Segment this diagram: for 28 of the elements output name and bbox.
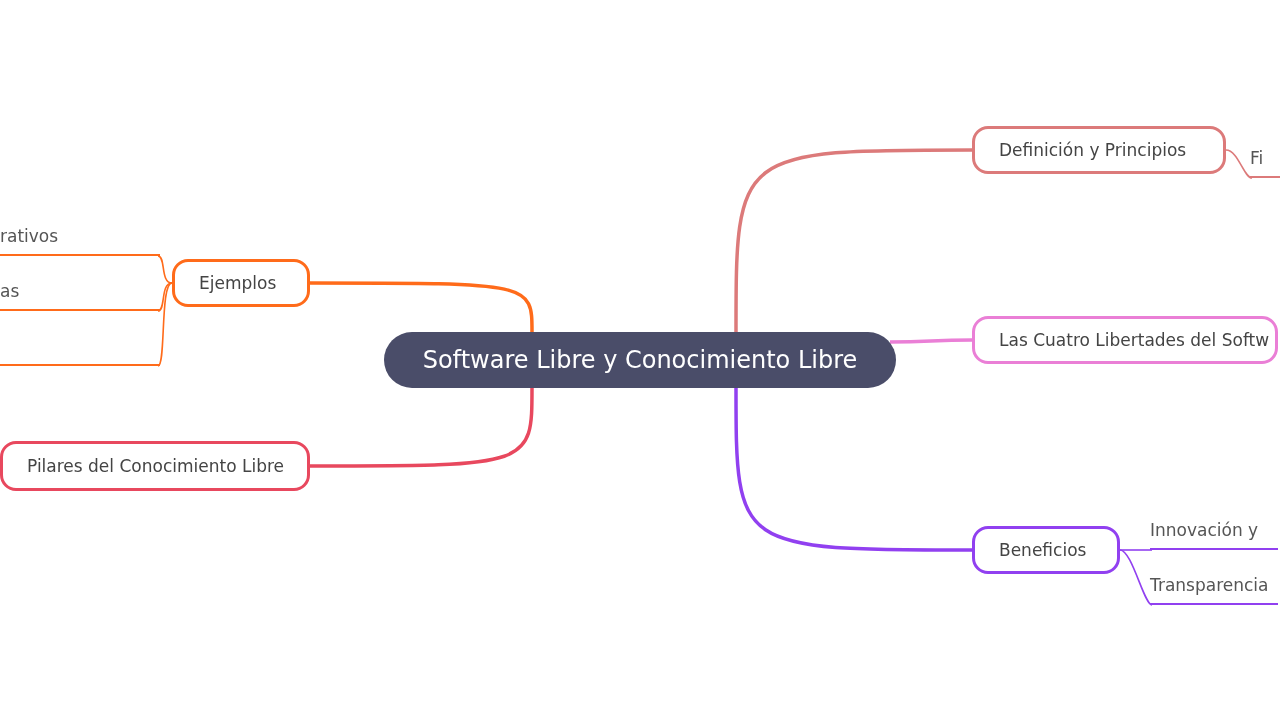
connector-line	[157, 255, 173, 284]
topic-box	[0, 441, 310, 491]
node-text: Beneficios	[999, 540, 1087, 560]
node-text: Definición y Principios	[999, 140, 1187, 160]
connector-line	[310, 281, 534, 332]
connector-line	[734, 148, 972, 332]
topic-box	[172, 259, 310, 307]
connector-line	[157, 282, 173, 312]
topic-box	[972, 126, 1226, 174]
connector-line	[157, 282, 173, 367]
topic-box	[972, 316, 1278, 364]
connector-line	[1119, 549, 1153, 606]
connector-line	[1225, 149, 1253, 179]
node-text: Software Libre y Conocimiento Libre	[422, 346, 858, 374]
node-text: Transparencia	[1150, 575, 1269, 595]
node-text: Las Cuatro Libertades del Softw	[999, 330, 1270, 350]
node-text: as	[0, 281, 20, 301]
connector-line	[734, 388, 972, 552]
node-text: Innovación y	[1150, 520, 1259, 540]
node-text: Fi	[1250, 148, 1264, 168]
node-text: Pilares del Conocimiento Libre	[27, 456, 285, 476]
node-text: Ejemplos	[199, 273, 277, 293]
connector-line	[890, 338, 972, 344]
node-text: rativos	[0, 226, 59, 246]
topic-box	[972, 526, 1120, 574]
connector-line	[1119, 549, 1153, 551]
connector-line	[310, 388, 534, 468]
central-topic	[384, 332, 896, 388]
